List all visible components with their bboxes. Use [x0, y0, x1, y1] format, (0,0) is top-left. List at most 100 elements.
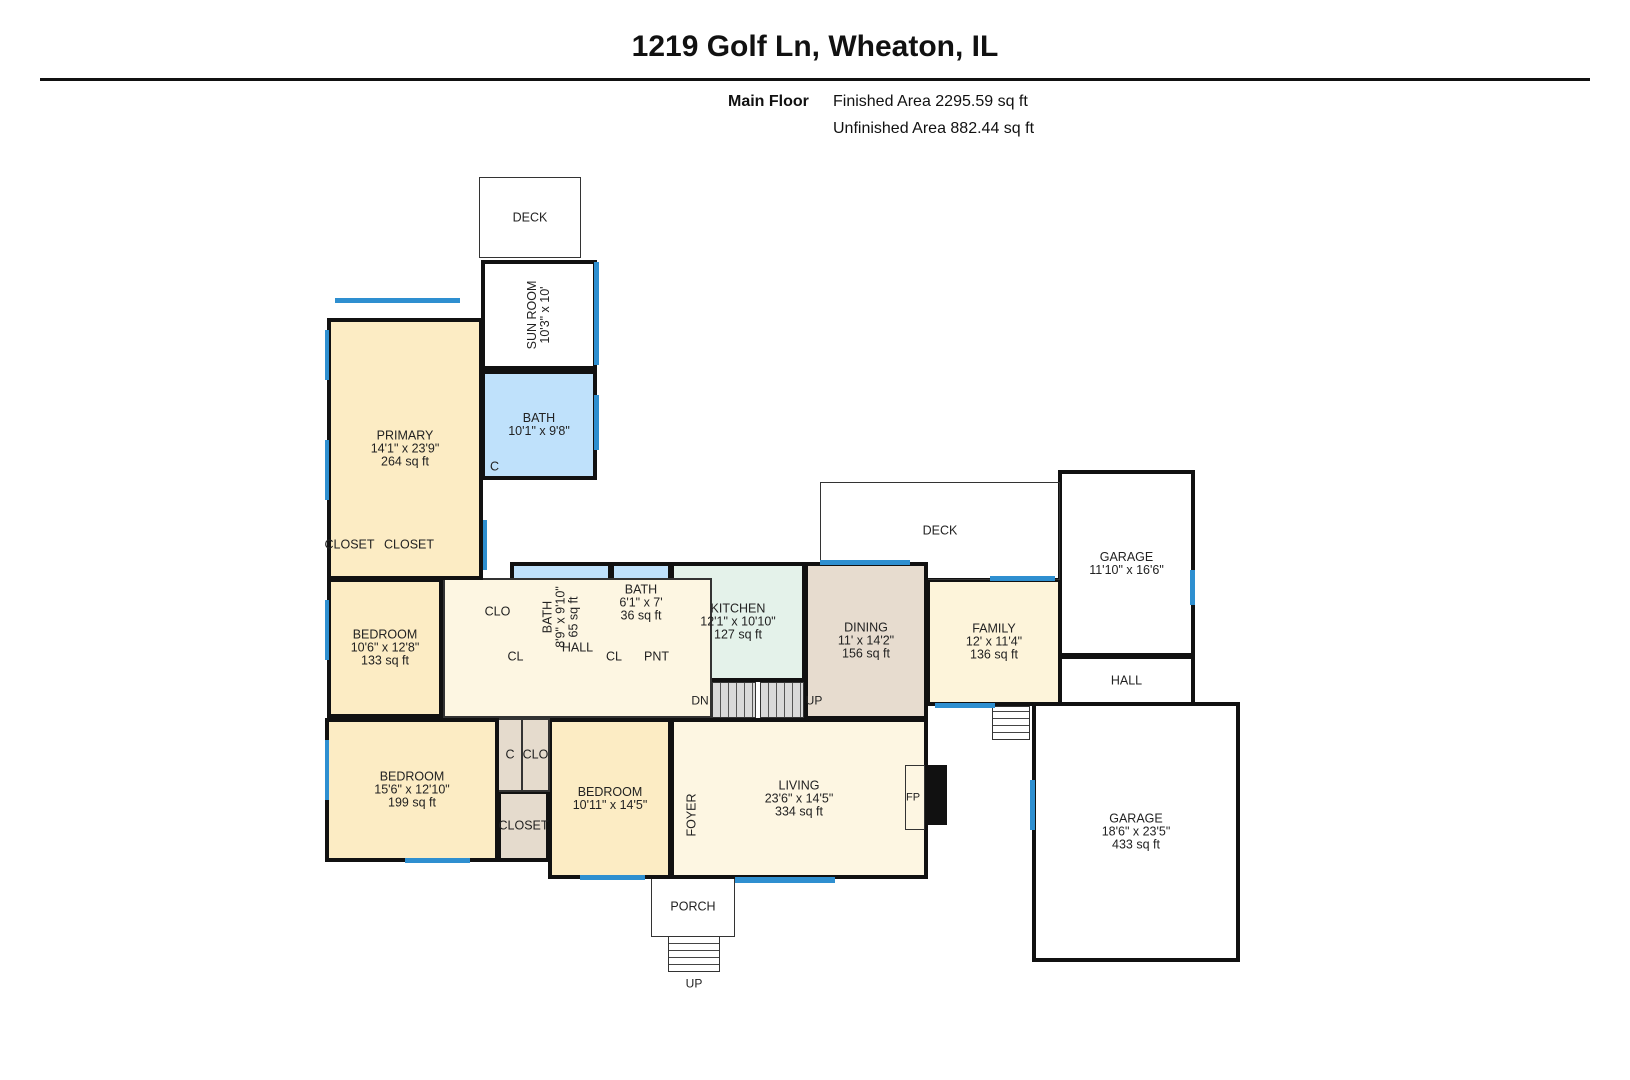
room-name: PNT	[644, 649, 669, 664]
room-label-porch: PORCH	[670, 899, 716, 914]
room-name: PRIMARY	[376, 428, 434, 443]
room-label-c: C	[505, 747, 515, 762]
room-c	[497, 718, 523, 792]
room-name: BATH	[522, 411, 556, 425]
room-label-deck: DECK	[513, 211, 548, 224]
room-dims: 15'6" x 12'10"	[374, 782, 450, 797]
room-dims: 23'6" x 14'5"	[764, 791, 834, 805]
room-dims: 12' x 11'4"	[965, 634, 1023, 649]
porch-steps	[668, 936, 720, 972]
room-dims: 10'11" x 14'5"	[572, 797, 648, 812]
fireplace-label: FP	[905, 791, 921, 804]
window	[325, 440, 329, 500]
page-title: 1219 Golf Ln, Wheaton, IL	[631, 30, 999, 63]
stairs-down	[712, 682, 756, 718]
window	[820, 560, 910, 565]
window	[935, 703, 995, 708]
room-name: CLO	[522, 747, 549, 762]
title-rule	[40, 78, 1590, 81]
room-label-cl: CL	[507, 649, 524, 664]
window	[1030, 780, 1035, 830]
room-name: HALL	[561, 640, 594, 655]
room-label-c: C	[490, 460, 499, 473]
room-bedroom	[548, 718, 672, 879]
room-name: BATH	[624, 582, 658, 596]
window	[990, 576, 1055, 581]
hearth	[905, 765, 925, 830]
room-area: 133 sq ft	[361, 653, 409, 668]
room-name: C	[505, 747, 515, 762]
room-area: 156 sq ft	[842, 646, 890, 661]
stairs-down-label: DN	[691, 693, 709, 708]
window	[594, 395, 599, 450]
window	[594, 262, 599, 365]
room-dims: 10'3" x 10'	[538, 286, 552, 344]
room-name: CL	[507, 649, 524, 664]
window	[483, 520, 487, 570]
room-dims: 6'1" x 7'	[619, 595, 663, 609]
finished-area: Finished Area 2295.59 sq ft	[833, 93, 1028, 110]
window	[735, 877, 835, 883]
room-name: GARAGE	[1109, 811, 1163, 826]
room-area: 433 sq ft	[1112, 837, 1160, 852]
room-closet	[497, 790, 550, 862]
room-primary	[327, 318, 483, 580]
room-name: KITCHEN	[710, 601, 766, 616]
window	[580, 875, 645, 880]
room-name: FOYER	[684, 793, 699, 837]
room-dims: 10'1" x 9'8"	[508, 424, 570, 438]
room-area: 264 sq ft	[381, 454, 429, 469]
room-dining	[804, 562, 928, 720]
room-name: DINING	[844, 620, 888, 635]
unfinished-area: Unfinished Area 882.44 sq ft	[833, 120, 1035, 137]
stairs-up-label: UP	[805, 693, 823, 708]
floor-label: Main Floor	[728, 93, 809, 110]
room-deck	[479, 177, 581, 258]
room-name: DECK	[922, 523, 958, 538]
window	[325, 740, 329, 800]
room-deck	[820, 482, 1060, 580]
room-dims: 12'1" x 10'10"	[700, 614, 776, 629]
room-bedroom	[325, 718, 499, 862]
family-steps	[992, 706, 1030, 740]
room-label-closet: CLOSET	[383, 537, 435, 552]
room-bedroom	[327, 578, 443, 718]
room-area: 36 sq ft	[620, 608, 662, 622]
window	[405, 858, 470, 863]
room-garage	[1058, 470, 1195, 657]
stairs-up	[760, 682, 804, 718]
room-name: LIVING	[778, 778, 820, 792]
room-label-hall: HALL	[561, 640, 594, 655]
room-dims: 14'1" x 23'9"	[370, 441, 440, 456]
window	[1190, 570, 1195, 605]
room-label-foyer: FOYER	[684, 793, 699, 837]
room-name: CL	[606, 649, 622, 664]
room-label-closet: CLOSET	[498, 818, 549, 833]
room-name: PORCH	[670, 899, 716, 914]
room-name: CLOSET	[498, 818, 549, 833]
window	[325, 330, 329, 380]
room-dims: 18'6" x 23'5"	[1101, 824, 1171, 839]
room-label-pnt: PNT	[644, 649, 669, 664]
window	[335, 298, 460, 303]
room-dims: 11'10" x 16'6"	[1089, 562, 1164, 577]
room-area: 334 sq ft	[775, 804, 823, 818]
room-bath	[481, 370, 597, 480]
room-label-clo: CLO	[485, 605, 511, 618]
porch-steps-label: UP	[685, 976, 703, 991]
room-dims: 11' x 14'2"	[837, 633, 895, 648]
room-label-deck: DECK	[922, 523, 958, 538]
room-name: BEDROOM	[577, 784, 643, 799]
room-name: FAMILY	[972, 621, 1016, 636]
room-name: CLOSET	[383, 537, 435, 552]
room-area: 199 sq ft	[388, 795, 436, 810]
